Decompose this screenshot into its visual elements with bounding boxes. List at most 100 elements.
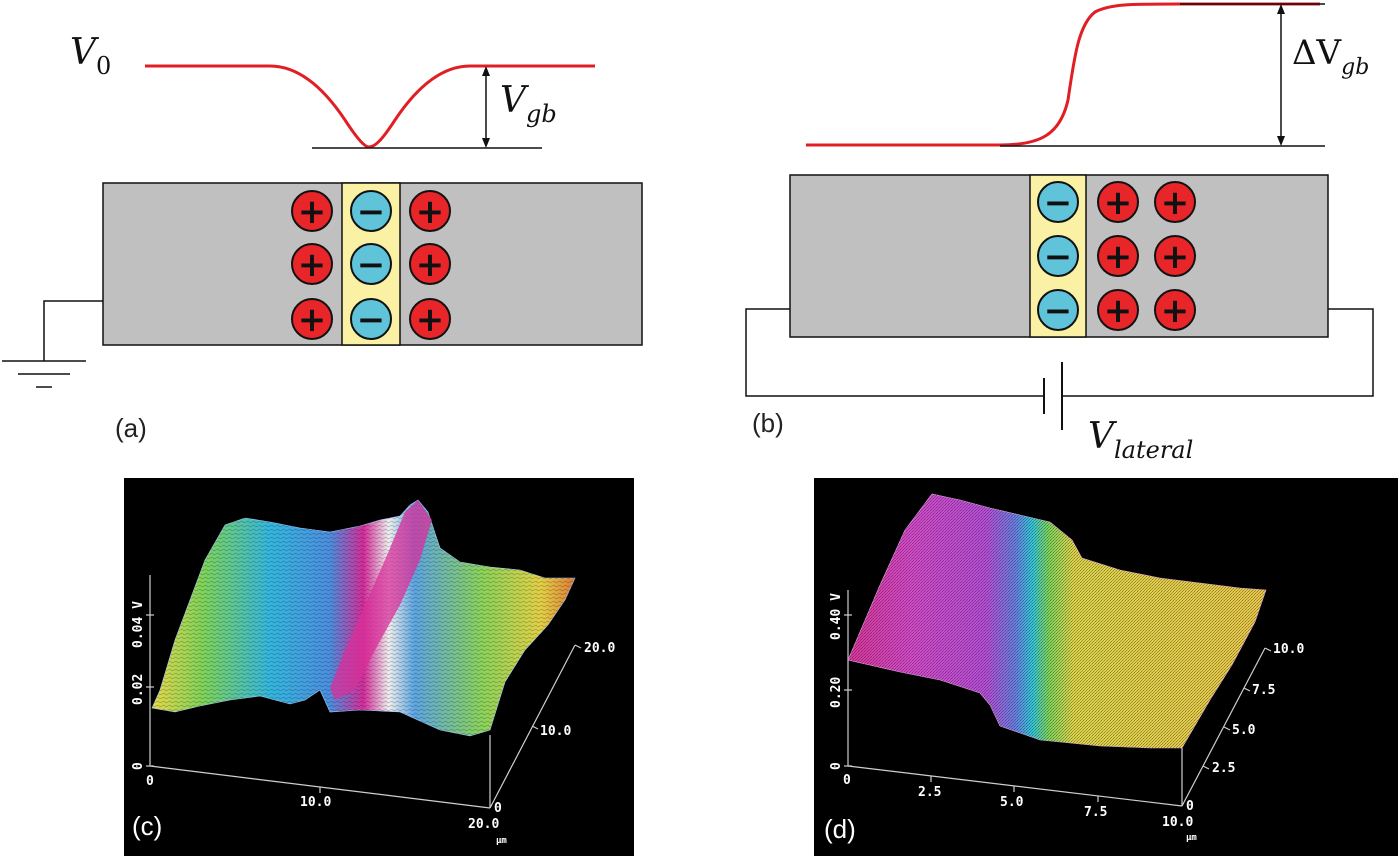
positive-charge: + xyxy=(1154,289,1196,331)
afm-c-y-tick-0: 0 xyxy=(494,801,502,816)
afm-c-z-tick-0: 0 xyxy=(131,762,146,770)
afm-d-x-tick-1: 2.5 xyxy=(918,785,941,800)
dvgb-label: ΔVgb xyxy=(1292,33,1369,80)
circuit-wire-left xyxy=(745,308,1044,397)
positive-charge: + xyxy=(291,190,333,232)
circuit-wire-right xyxy=(1062,308,1374,397)
positive-charge: + xyxy=(1097,289,1139,331)
charges-b: −++−++−++ xyxy=(1037,181,1196,331)
plus-sign: + xyxy=(298,300,327,340)
plus-sign: + xyxy=(298,245,327,285)
afm-d-unit: μm xyxy=(1186,833,1197,843)
positive-charge: + xyxy=(291,298,333,340)
negative-charge: − xyxy=(1037,289,1079,331)
afm-c-y-tick-1: 10.0 xyxy=(540,724,571,739)
dvgb-arrowhead-bottom xyxy=(1277,136,1285,146)
negative-charge-circle xyxy=(1037,235,1079,277)
afm-c-x-tick-1: 10.0 xyxy=(300,795,331,810)
afm-surface-d-texture xyxy=(848,494,1266,748)
panel-b: ΔVgb −++−++−++ Vlateral (b) xyxy=(745,2,1374,464)
afm-d-z-tick-1: 0.20 xyxy=(829,677,844,708)
plus-sign: + xyxy=(416,300,445,340)
plus-sign: + xyxy=(416,192,445,232)
afm-c-ridge xyxy=(330,500,432,700)
v0-label: V0 xyxy=(70,32,111,80)
plus-sign: + xyxy=(1104,183,1133,223)
positive-charge: + xyxy=(291,243,333,285)
positive-charge-circle xyxy=(409,298,451,340)
positive-charge-circle xyxy=(1097,181,1139,223)
positive-charge-circle xyxy=(1154,181,1196,223)
afm-d-y-tick-4: 10.0 xyxy=(1273,642,1304,657)
afm-c-z-tick-2: 0.04 V xyxy=(131,601,146,648)
minus-sign: − xyxy=(1044,183,1073,223)
panel-a: V0 Vgb +−++−++−+ (a) xyxy=(2,32,643,443)
charges-a: +−++−++−+ xyxy=(291,190,451,340)
plus-sign: + xyxy=(1161,183,1190,223)
ground-wire xyxy=(43,300,103,361)
positive-charge-circle xyxy=(291,243,333,285)
positive-charge-circle xyxy=(291,190,333,232)
negative-charge-circle xyxy=(350,243,392,285)
negative-charge-circle xyxy=(1037,181,1079,223)
negative-charge-circle xyxy=(350,190,392,232)
panel-d: 0 0.20 0.40 V 0 2.5 5.0 7.5 10.0 0 2.5 5… xyxy=(814,478,1398,856)
panel-d-label: (d) xyxy=(824,814,856,844)
vgb-arrowhead-top xyxy=(482,66,490,76)
panel-b-label: (b) xyxy=(752,408,784,438)
positive-charge: + xyxy=(1154,235,1196,277)
minus-sign: − xyxy=(357,245,386,285)
potential-step-curve xyxy=(806,2,1320,147)
afm-d-x-tick-3: 7.5 xyxy=(1084,805,1107,820)
plus-sign: + xyxy=(298,192,327,232)
potential-well-curve xyxy=(145,64,595,149)
negative-charge-circle xyxy=(1037,289,1079,331)
afm-d-y-tick-3: 7.5 xyxy=(1252,683,1275,698)
afm-d-x-tick-0: 0 xyxy=(843,773,851,788)
positive-charge: + xyxy=(409,243,451,285)
dvgb-arrowhead-top xyxy=(1277,4,1285,14)
panel-c: 0 0.02 0.04 V 0 10.0 20.0 0 10.0 20.0 μm… xyxy=(124,478,634,856)
positive-charge-circle xyxy=(1154,235,1196,277)
vgb-label: Vgb xyxy=(500,80,557,128)
afm-d-x-tick-4: 10.0 xyxy=(1162,815,1193,830)
panel-c-label: (c) xyxy=(132,811,162,841)
positive-charge-circle xyxy=(1154,289,1196,331)
plus-sign: + xyxy=(1161,237,1190,277)
panel-a-label: (a) xyxy=(115,413,147,443)
afm-d-x-tick-2: 5.0 xyxy=(1000,795,1024,810)
afm-d-y-tick-1: 2.5 xyxy=(1212,761,1235,776)
positive-charge: + xyxy=(1097,235,1139,277)
vlateral-label: Vlateral xyxy=(1088,416,1193,464)
negative-charge: − xyxy=(1037,235,1079,277)
plus-sign: + xyxy=(1104,237,1133,277)
positive-charge-circle xyxy=(409,243,451,285)
positive-charge-circle xyxy=(409,190,451,232)
positive-charge: + xyxy=(1154,181,1196,223)
afm-c-axes xyxy=(146,575,582,809)
minus-sign: − xyxy=(1044,237,1073,277)
afm-d-z-tick-2: 0.40 V xyxy=(829,593,844,640)
positive-charge: + xyxy=(409,298,451,340)
negative-charge: − xyxy=(350,298,392,340)
plus-sign: + xyxy=(1161,291,1190,331)
afm-c-unit: μm xyxy=(496,836,507,846)
negative-charge: − xyxy=(350,190,392,232)
plus-sign: + xyxy=(416,245,445,285)
afm-c-x-tick-0: 0 xyxy=(146,774,154,789)
afm-c-y-tick-2: 20.0 xyxy=(584,641,615,656)
negative-charge-circle xyxy=(350,298,392,340)
positive-charge: + xyxy=(409,190,451,232)
vgb-arrowhead-bottom xyxy=(482,138,490,148)
positive-charge: + xyxy=(1097,181,1139,223)
plus-sign: + xyxy=(1104,291,1133,331)
afm-d-y-tick-0: 0 xyxy=(1186,799,1194,814)
minus-sign: − xyxy=(357,300,386,340)
negative-charge: − xyxy=(1037,181,1079,223)
minus-sign: − xyxy=(357,192,386,232)
minus-sign: − xyxy=(1044,291,1073,331)
positive-charge-circle xyxy=(1097,235,1139,277)
afm-d-z-tick-0: 0 xyxy=(829,762,844,770)
afm-d-axes xyxy=(844,590,1272,807)
